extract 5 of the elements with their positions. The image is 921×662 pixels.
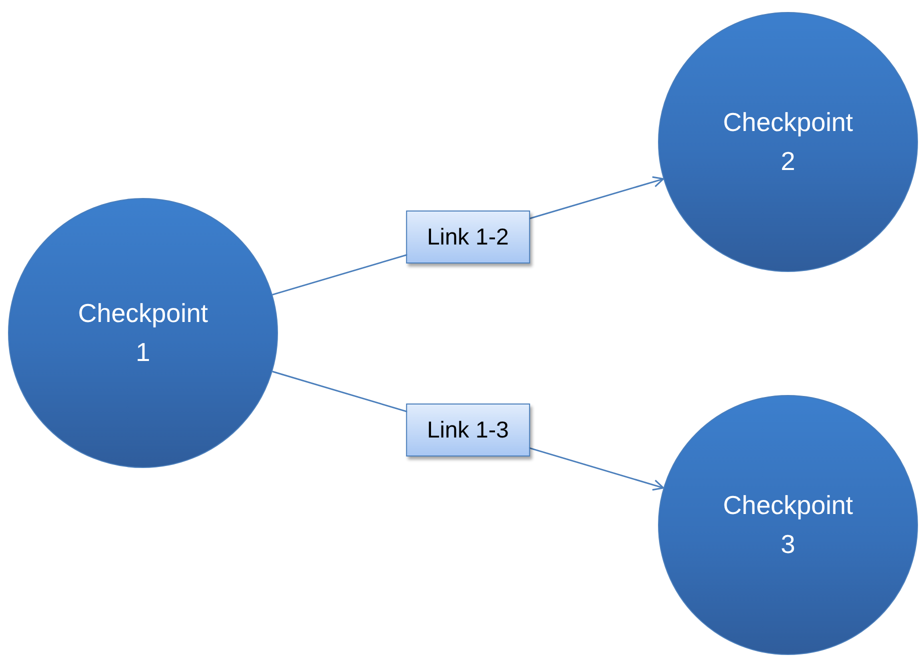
- edge-label: Link 1-3: [406, 403, 530, 456]
- node-label: Checkpoint 1: [76, 297, 210, 369]
- edge-label: Link 1-2: [406, 210, 530, 264]
- node-label: Checkpoint 3: [722, 489, 854, 561]
- node-label: Checkpoint 2: [722, 106, 854, 178]
